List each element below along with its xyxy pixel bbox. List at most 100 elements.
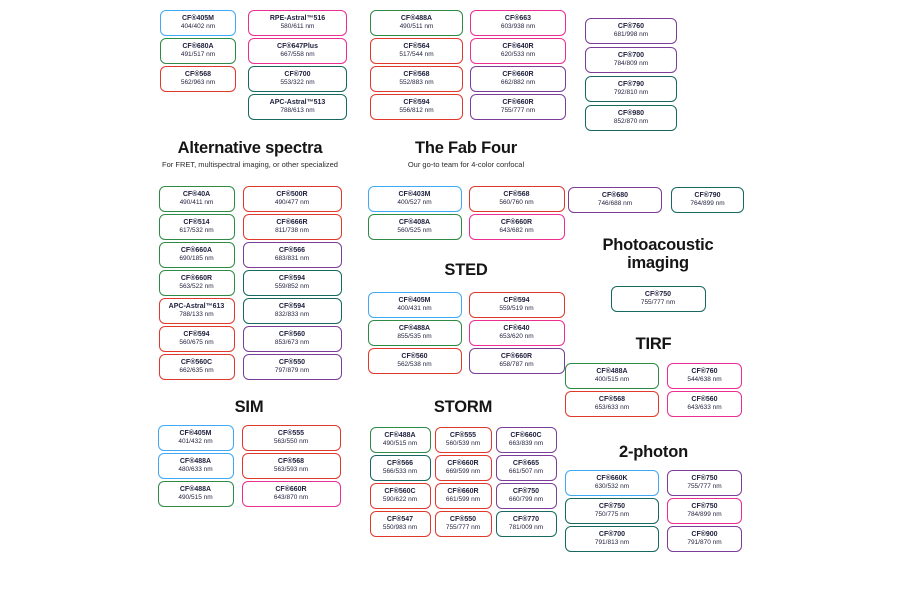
dye-wavelengths: 662/882 nm [500, 79, 536, 87]
dye-name: CF®560 [278, 331, 306, 339]
dye-wavelengths: 658/787 nm [499, 361, 534, 369]
dye-name: CF®660R [447, 460, 479, 468]
dye-name: CF®500R [276, 191, 308, 199]
dye-wavelengths: 683/831 nm [274, 255, 310, 263]
dye-name: CF®750 [644, 290, 672, 298]
dye-wavelengths: 653/620 nm [499, 333, 534, 341]
dye-wavelengths: 490/477 nm [274, 199, 310, 207]
dye-wavelengths: 560/675 nm [179, 339, 214, 347]
dye-wavelengths: 553/322 nm [280, 79, 315, 87]
dye-wavelengths: 590/622 nm [382, 496, 418, 504]
section-title-photoacoustic: Photoacoustic imaging [602, 236, 714, 272]
dye-wavelengths: 797/879 nm [274, 367, 310, 375]
section-title-sted: STED [444, 261, 488, 279]
dye-name: CF®560C [180, 359, 213, 367]
dye-wavelengths: 788/133 nm [179, 311, 214, 319]
dye-name: CF®680 [601, 192, 629, 200]
dye-wavelengths: 560/525 nm [397, 227, 432, 235]
dye-name: CF®488A [384, 432, 416, 440]
dye-name: CF®760 [691, 368, 718, 376]
dye-wavelengths: 490/511 nm [399, 23, 434, 31]
dye-name: CF®568 [403, 71, 430, 79]
dye-name: CF®40A [182, 191, 211, 199]
dye-wavelengths: 832/833 nm [274, 311, 310, 319]
dye-wavelengths: 660/799 nm [508, 496, 544, 504]
dye-wavelengths: 811/738 nm [275, 227, 309, 235]
dye-wavelengths: 661/507 nm [508, 468, 544, 476]
dye-name: CF®405M [398, 297, 431, 305]
dye-name: CF®555 [277, 430, 305, 438]
dye-name: CF®660R [447, 488, 479, 496]
dye-name: CF®660R [275, 486, 307, 494]
dye-wavelengths: 490/411 nm [179, 199, 214, 207]
dye-wavelengths: 560/539 nm [445, 440, 481, 448]
dye-wavelengths: 562/963 nm [180, 79, 216, 87]
dye-wavelengths: 556/812 nm [399, 107, 434, 115]
dye-wavelengths: 791/870 nm [687, 539, 722, 547]
dye-name: CF®660R [502, 71, 534, 79]
dye-wavelengths: 643/633 nm [687, 404, 722, 412]
dye-wavelengths: 792/810 nm [613, 89, 649, 97]
dye-name: CF®640 [503, 325, 530, 333]
dye-wavelengths: 643/682 nm [499, 227, 534, 235]
dye-name: RPE-Astral™516 [269, 15, 326, 23]
section-title-storm: STORM [433, 398, 493, 416]
section-fab-four: The Fab Four Our go-to team for 4-color … [366, 139, 566, 240]
dye-name: APC-Astral™513 [269, 99, 326, 107]
dye-wavelengths: 662/635 nm [179, 367, 214, 375]
dye-wavelengths: 490/515 nm [382, 440, 418, 448]
dye-wavelengths: 630/532 nm [594, 483, 630, 491]
dye-name: CF®550 [449, 516, 477, 524]
dye-name: CF®700 [284, 71, 311, 79]
dye-name: CF®700 [598, 531, 626, 539]
dye-wavelengths: 852/870 nm [613, 118, 649, 126]
dye-name: CF®640R [502, 43, 534, 51]
dye-wavelengths: 559/519 nm [499, 305, 534, 313]
